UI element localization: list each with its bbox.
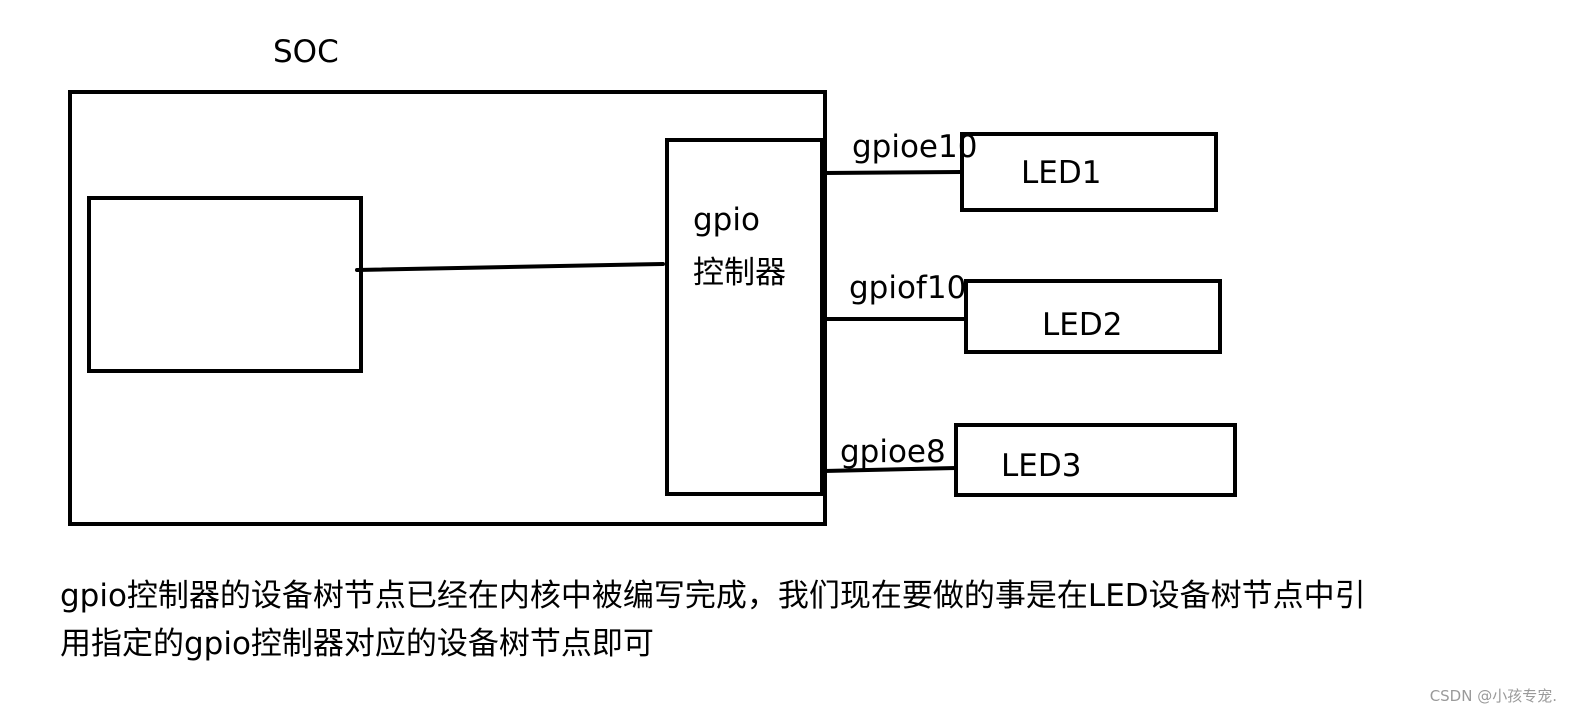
led3-label: LED3 <box>1001 448 1081 484</box>
pin-label-gpioe10: gpioe10 <box>852 129 977 165</box>
explanation-line-2: 用指定的gpio控制器对应的设备树节点即可 <box>60 626 654 662</box>
explanation-note: gpio控制器的设备树节点已经在内核中被编写完成，我们现在要做的事是在LED设备… <box>60 572 1440 668</box>
gpioe8-wire <box>822 466 958 473</box>
led1-label: LED1 <box>1021 155 1101 191</box>
soc-box <box>68 90 827 526</box>
gpio-controller-label-line1: gpio <box>693 202 760 238</box>
led2-box <box>964 279 1222 354</box>
gpio-controller-box <box>665 138 824 496</box>
gpioe10-wire <box>822 170 963 175</box>
cpu-block <box>87 196 363 373</box>
soc-label: SOC <box>273 34 339 70</box>
gpio-controller-label-line2: 控制器 <box>693 255 786 291</box>
internal-bus-wire <box>355 262 665 272</box>
explanation-line-1: gpio控制器的设备树节点已经在内核中被编写完成，我们现在要做的事是在LED设备… <box>60 578 1366 614</box>
led1-box <box>960 132 1218 212</box>
pin-label-gpioe8: gpioe8 <box>840 434 946 470</box>
soc-gpio-led-diagram: SOC gpio 控制器 gpioe10 LED1 gpiof10 LED2 g… <box>68 34 1237 526</box>
led2-label: LED2 <box>1042 307 1122 343</box>
csdn-watermark: CSDN @小孩专宠. <box>1429 687 1557 705</box>
led3-box <box>954 423 1237 497</box>
pin-label-gpiof10: gpiof10 <box>849 270 966 306</box>
